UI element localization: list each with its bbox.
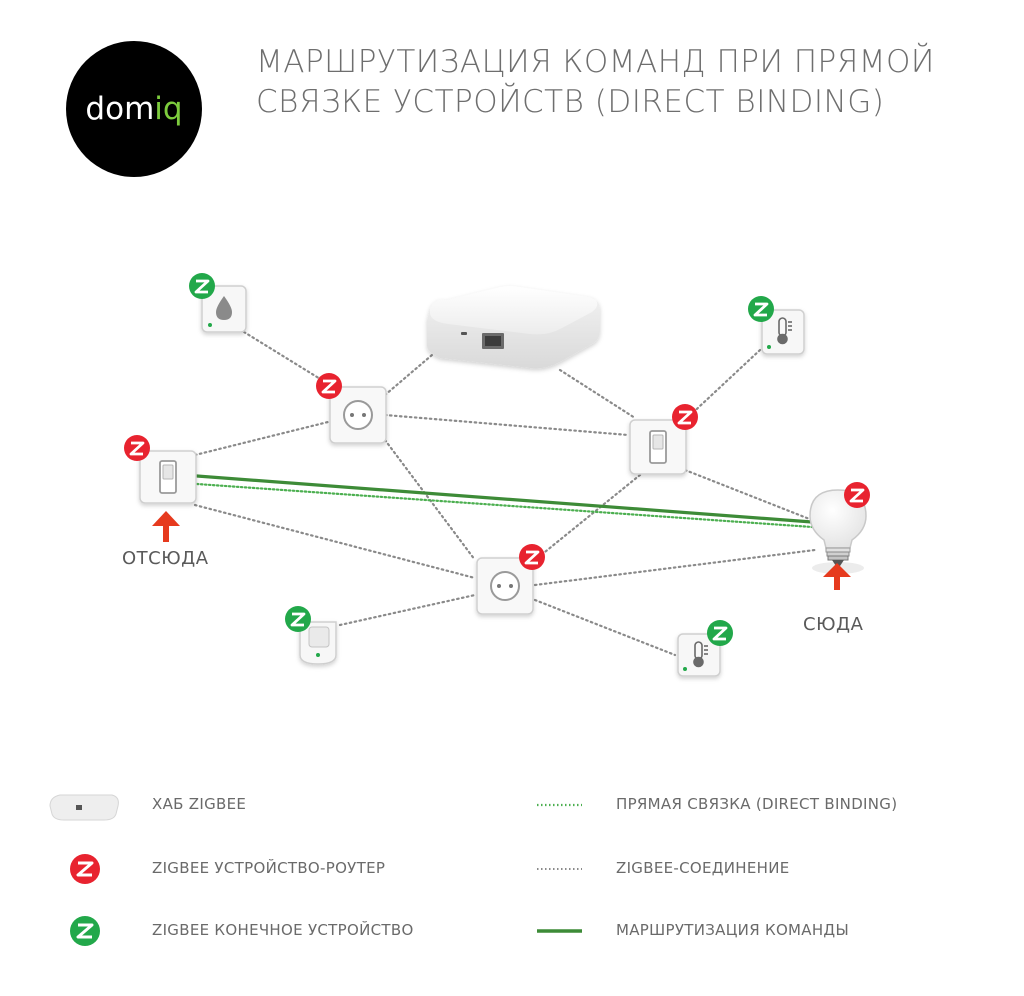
thermometer-icon xyxy=(693,641,708,668)
title-line-1: МАРШРУТИЗАЦИЯ КОМАНД ПРИ ПРЯМОЙ xyxy=(256,44,935,80)
socket-router-bottom xyxy=(476,544,545,615)
link-switch2-to-socket2 xyxy=(533,473,642,562)
switch-router-source xyxy=(124,435,197,504)
arrow-up-icon-from xyxy=(152,511,180,542)
socket-router-top xyxy=(316,373,387,444)
link-socket1-to-switch2 xyxy=(383,413,630,437)
label-to: СЮДА xyxy=(803,614,864,635)
legend-direct-binding-label: ПРЯМАЯ СВЯЗКА (DIRECT BINDING) xyxy=(616,795,898,813)
command-routing-line xyxy=(195,474,814,524)
link-leak-to-socket1 xyxy=(242,330,332,387)
zigbee-hub xyxy=(427,286,600,369)
leak-sensor xyxy=(189,273,247,333)
switch-router-right xyxy=(629,404,698,475)
socket-icon xyxy=(343,400,373,430)
legend-router-icon xyxy=(70,854,100,884)
motion-sensor-icon xyxy=(308,626,330,648)
legend-zigbee-connection-label: ZIGBEE-СОЕДИНЕНИЕ xyxy=(616,859,790,877)
link-temp1-to-switch2 xyxy=(683,348,762,422)
link-switch1-to-socket2 xyxy=(193,503,477,580)
legend-hub-label: ХАБ ZIGBEE xyxy=(152,795,247,813)
legend-end-device-label: ZIGBEE КОНЕЧНОЕ УСТРОЙСТВО xyxy=(152,921,414,939)
logo-text-dom: dom xyxy=(85,91,155,127)
link-motion-to-socket2 xyxy=(338,593,477,627)
page-title: МАРШРУТИЗАЦИЯ КОМАНД ПРИ ПРЯМОЙ СВЯЗКЕ У… xyxy=(256,42,976,122)
title-line-2: СВЯЗКЕ УСТРОЙСТВ (DIRECT BINDING) xyxy=(256,84,885,120)
water-drop-icon xyxy=(216,296,232,320)
zigbee-links xyxy=(193,330,817,657)
legend-router-label: ZIGBEE УСТРОЙСТВО-РОУТЕР xyxy=(152,859,386,877)
link-socket2-to-bulb xyxy=(533,548,817,587)
thermometer-icon xyxy=(777,317,792,345)
temperature-sensor-bottom xyxy=(677,620,733,677)
direct-binding-line xyxy=(195,482,814,529)
legend-end-device-icon xyxy=(70,916,100,946)
legend-hub-icon xyxy=(49,794,119,821)
motion-sensor xyxy=(285,606,337,665)
link-socket1-to-hub xyxy=(383,353,434,397)
label-from: ОТСЮДА xyxy=(122,548,209,569)
link-switch1-to-socket1 xyxy=(193,420,330,457)
legend-command-routing-label: МАРШРУТИЗАЦИЯ КОМАНДЫ xyxy=(616,921,849,939)
socket-icon xyxy=(490,571,520,601)
link-socket2-to-temp2 xyxy=(533,598,677,657)
link-hub-to-switch2 xyxy=(558,368,637,420)
logo-text-iq: iq xyxy=(154,91,183,127)
light-bulb xyxy=(809,482,870,574)
temperature-sensor-top xyxy=(748,296,805,355)
arrow-up-icon-to xyxy=(823,563,851,590)
